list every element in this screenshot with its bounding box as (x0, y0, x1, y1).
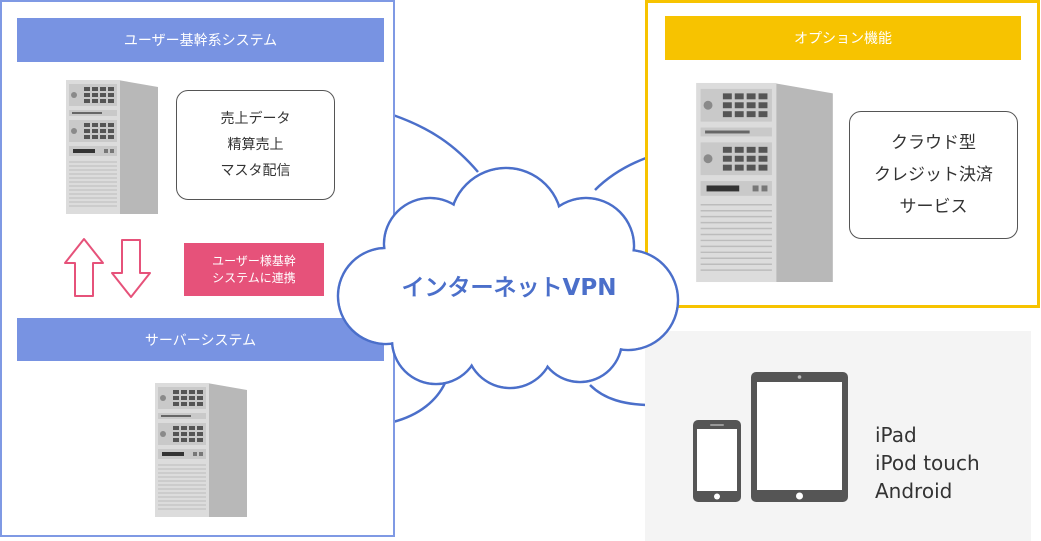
line-left-upper (392, 113, 479, 173)
user-system-functions-box: 売上データ 精算売上 マスタ配信 (176, 90, 335, 200)
tablet-icon (751, 372, 848, 502)
server-system-title: サーバーシステム (144, 332, 257, 349)
function-master-distribution: マスタ配信 (220, 163, 291, 179)
line-right-upper (594, 156, 647, 191)
server-system-title-bar: サーバーシステム (17, 318, 384, 361)
option-function-credit: クレジット決済 (874, 165, 993, 185)
smartphone-icon (693, 420, 741, 502)
option-function-service: サービス (899, 197, 968, 217)
sync-arrows (64, 238, 151, 298)
down-arrow-icon (111, 239, 151, 298)
tower-server-icon (66, 80, 158, 214)
device-android: Android (875, 479, 953, 503)
line-right-lower (589, 384, 647, 407)
link-label-line-1: ユーザー様基幹 (212, 253, 296, 268)
function-settled-sales: 精算売上 (227, 137, 284, 153)
user-system-title-bar: ユーザー基幹系システム (17, 18, 384, 62)
option-title: オプション機能 (794, 31, 892, 47)
device-list: iPad iPod touch Android (875, 421, 980, 505)
function-sales-data: 売上データ (220, 111, 291, 127)
cloud-icon (336, 166, 680, 390)
line-left-lower (392, 382, 447, 424)
option-functions-box: クラウド型 クレジット決済 サービス (849, 111, 1018, 239)
option-function-cloud: クラウド型 (891, 133, 976, 153)
device-ipad: iPad (875, 423, 917, 447)
device-ipod-touch: iPod touch (875, 451, 980, 475)
tower-server-icon (155, 383, 247, 517)
user-system-title: ユーザー基幹系システム (123, 33, 278, 49)
option-title-bar: オプション機能 (665, 16, 1021, 60)
network-label: インターネットVPN (401, 275, 617, 301)
up-arrow-icon (64, 238, 104, 297)
tower-server-icon (696, 82, 833, 283)
link-label-box: ユーザー様基幹 システムに連携 (184, 243, 324, 296)
link-label-line-2: システムに連携 (212, 270, 296, 285)
